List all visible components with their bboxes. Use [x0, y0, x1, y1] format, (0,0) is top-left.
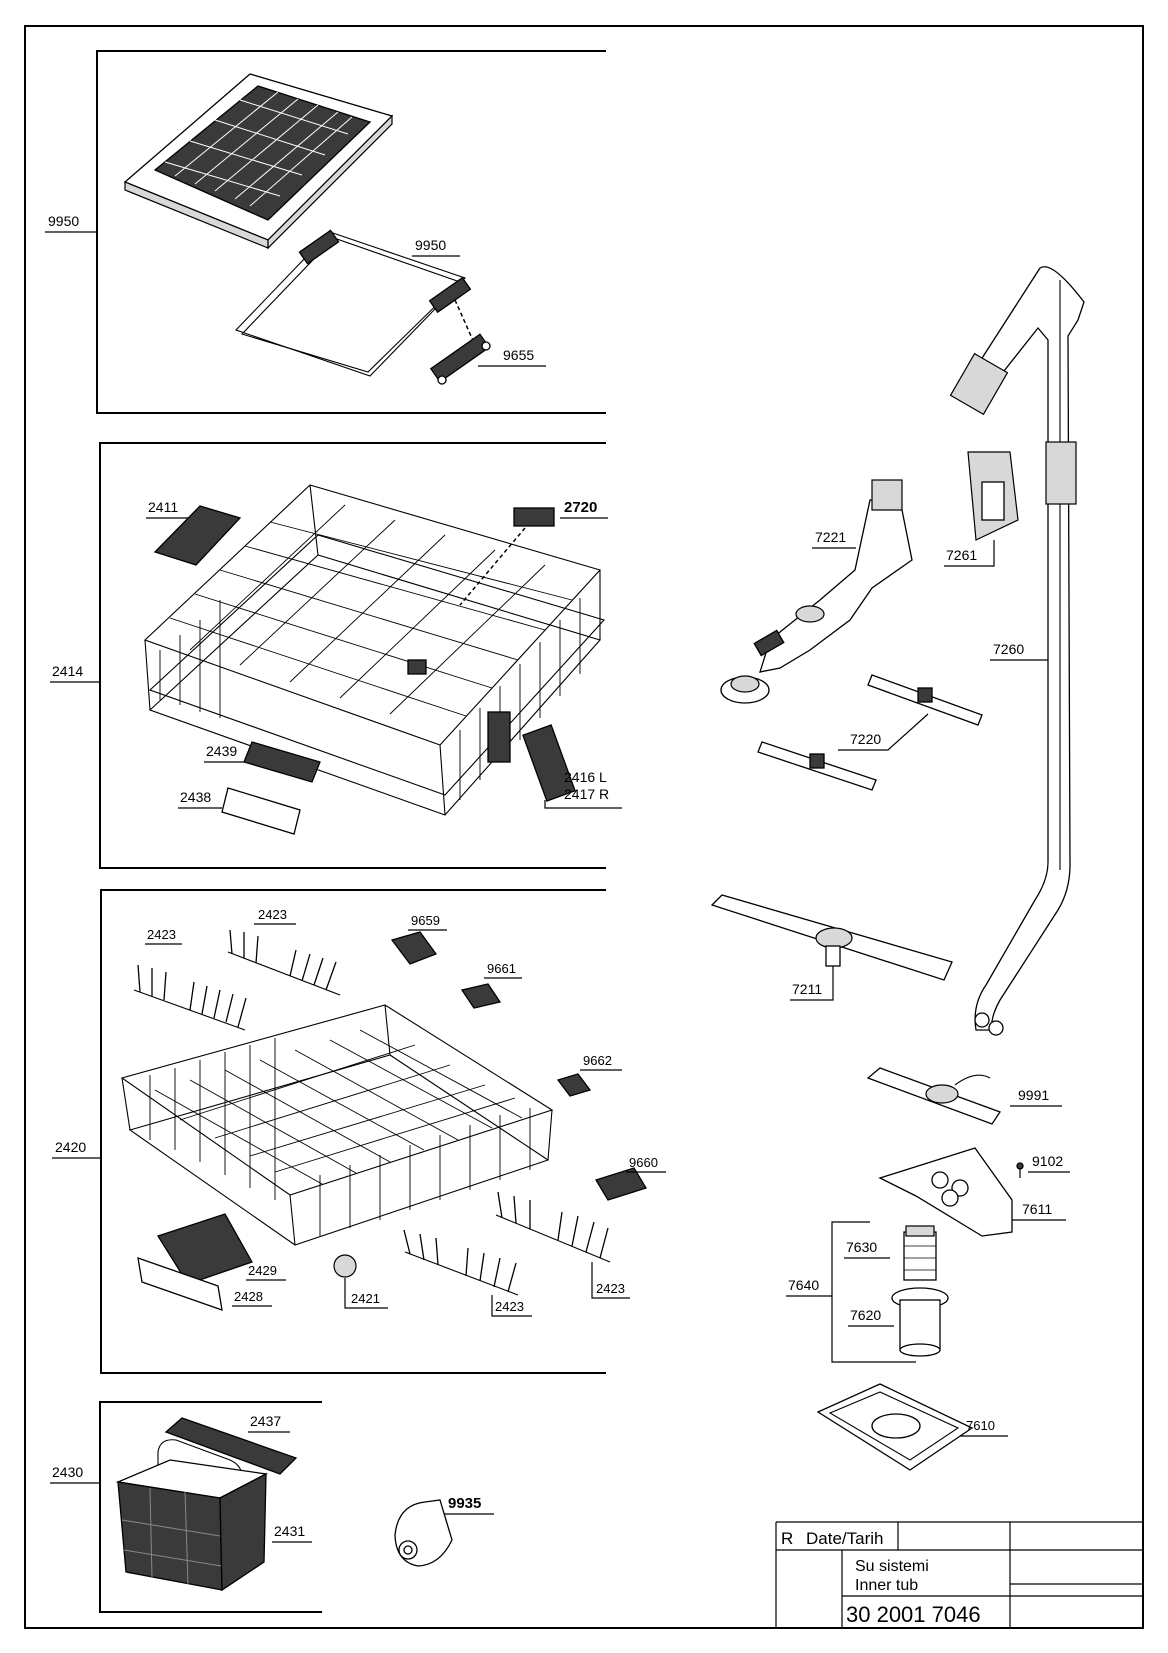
label-2430-group: 2430	[52, 1464, 83, 1480]
part-9935	[394, 1499, 453, 1567]
part-7261-bracket	[967, 451, 1019, 541]
label-9659: 9659	[411, 913, 440, 928]
part-2429-rack	[157, 1213, 253, 1285]
part-2421-wheel	[333, 1254, 357, 1278]
tine-row-2423-c	[403, 1229, 519, 1296]
label-7260: 7260	[993, 641, 1024, 657]
tine-row-2423-b	[227, 929, 341, 996]
part-7211-spray-arm	[710, 894, 953, 981]
label-2416: 2416 L	[564, 769, 607, 785]
lower-basket	[120, 1004, 554, 1246]
label-9662: 9662	[583, 1053, 612, 1068]
label-7221: 7221	[815, 529, 846, 545]
label-9661: 9661	[487, 961, 516, 976]
label-7630: 7630	[846, 1239, 877, 1255]
part-9662	[556, 1073, 592, 1097]
title-block-doc-number: 30 2001 7046	[846, 1602, 981, 1627]
group-2414: 2414 2411 2720	[50, 442, 622, 869]
label-2423-a: 2423	[147, 927, 176, 942]
title-block-rev: R	[781, 1529, 793, 1548]
part-7221-pipe	[720, 479, 913, 704]
label-9660: 9660	[629, 1155, 658, 1170]
part-7260-pipe	[949, 266, 1085, 1036]
label-7220: 7220	[850, 731, 881, 747]
group-2430: 2430 2437 2431	[50, 1401, 322, 1613]
part-9991-arm	[866, 1067, 1001, 1125]
label-9950-group: 9950	[48, 213, 79, 229]
part-7630-filter	[903, 1225, 937, 1281]
label-2439: 2439	[206, 743, 237, 759]
title-block: R Date/Tarih Su sistemi Inner tub 30 200…	[775, 1521, 1143, 1628]
title-block-date-label: Date/Tarih	[806, 1529, 883, 1548]
label-2423-b: 2423	[258, 907, 287, 922]
label-2420-group: 2420	[55, 1139, 86, 1155]
label-2423-d: 2423	[596, 1281, 625, 1296]
label-7611: 7611	[1022, 1201, 1052, 1217]
part-2416-2417-guide	[522, 724, 576, 802]
label-9991: 9991	[1018, 1087, 1049, 1103]
part-9661	[460, 983, 502, 1009]
label-2438: 2438	[180, 789, 211, 805]
part-9660	[595, 1167, 647, 1201]
part-7610-microfilter	[816, 1383, 974, 1471]
tine-row-2423-d	[495, 1191, 611, 1263]
tine-row-2423-a	[133, 964, 247, 1031]
title-block-title-en: Inner tub	[855, 1577, 918, 1594]
label-2428: 2428	[234, 1289, 263, 1304]
part-2720-clip	[513, 507, 555, 527]
label-2437: 2437	[250, 1413, 281, 1429]
label-9655: 9655	[503, 347, 534, 363]
part-9655-slider	[429, 333, 491, 385]
label-2720: 2720	[564, 499, 597, 516]
drawing-frame	[24, 25, 1144, 1629]
part-2439-rack	[243, 741, 321, 783]
label-9935: 9935	[448, 1495, 481, 1512]
part-7220-spray-arms	[757, 674, 983, 791]
label-2417: 2417 R	[564, 786, 609, 802]
label-7610: 7610	[966, 1418, 995, 1433]
label-2429: 2429	[248, 1263, 277, 1278]
group-9950: 9950 9950	[45, 50, 606, 414]
label-2431: 2431	[274, 1523, 305, 1539]
label-7620: 7620	[850, 1307, 881, 1323]
part-9659	[390, 931, 438, 965]
label-7640: 7640	[788, 1277, 819, 1293]
part-2438-handle	[221, 787, 301, 835]
group-2420: 2420 2423 2423	[52, 889, 666, 1374]
label-2421: 2421	[351, 1291, 380, 1306]
part-2411-clip	[153, 505, 242, 566]
upper-basket	[143, 484, 605, 816]
label-7261: 7261	[946, 547, 977, 563]
label-2423-c: 2423	[495, 1299, 524, 1314]
label-7211: 7211	[792, 981, 822, 997]
cutlery-tray	[123, 73, 394, 250]
label-2411: 2411	[148, 499, 178, 515]
cutlery-basket	[115, 1439, 269, 1592]
label-9102: 9102	[1032, 1153, 1063, 1169]
tray-rails	[235, 229, 472, 377]
part-2428-handle	[137, 1257, 223, 1311]
label-2414-group: 2414	[52, 663, 83, 679]
part-2437-cover	[164, 1417, 298, 1475]
title-block-title-tr: Su sistemi	[855, 1558, 929, 1575]
part-7611-cover	[878, 1147, 1013, 1237]
part-9102-screw	[1016, 1162, 1024, 1178]
label-9950-rails: 9950	[415, 237, 446, 253]
part-7620-filter	[891, 1287, 949, 1357]
